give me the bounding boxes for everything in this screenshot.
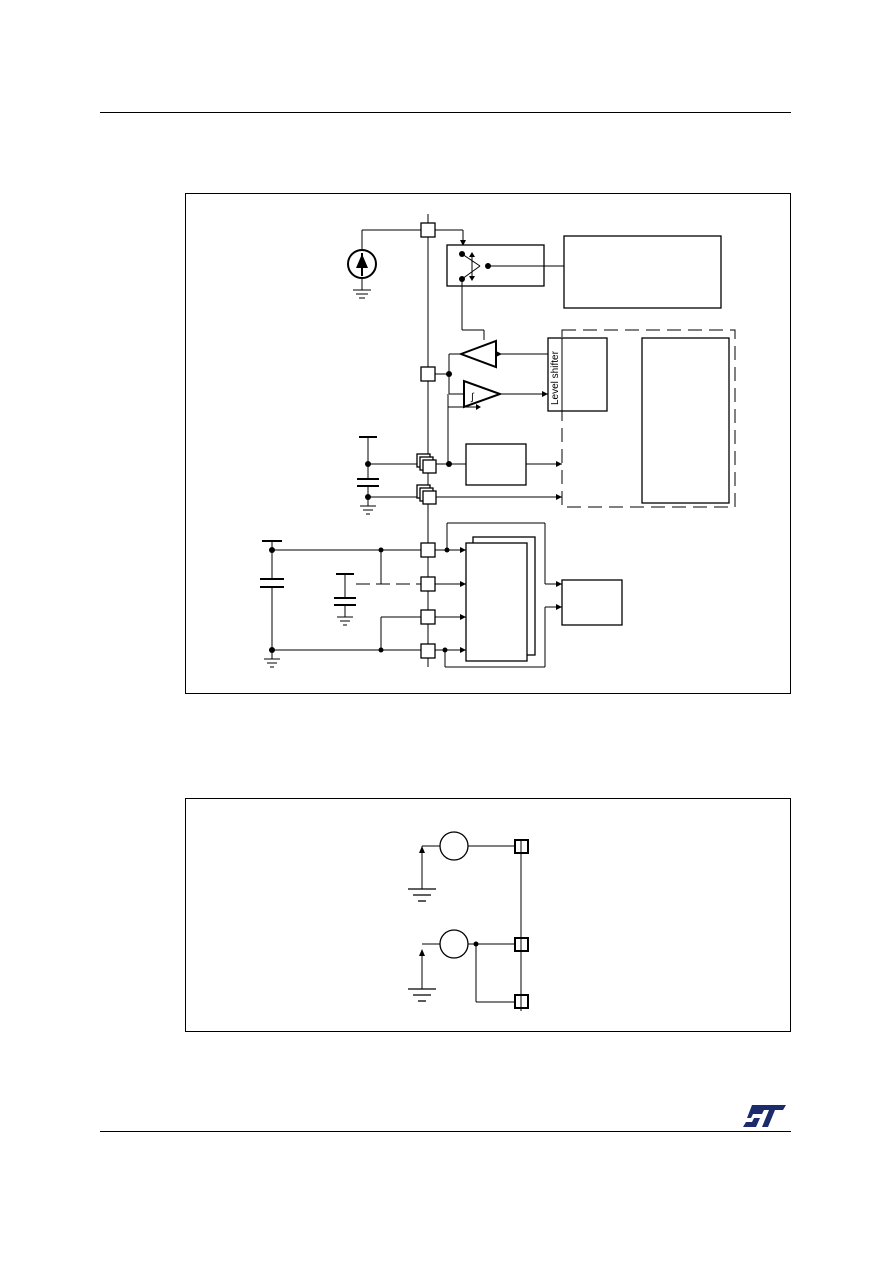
source-1-icon [439,831,469,861]
adc-arrow-4-icon [460,647,466,653]
regulator-arrow-icon [556,461,562,467]
core-domain-dashed [561,329,736,508]
footer-rule [100,1131,791,1132]
io-block-diagram-svg: ∫ Level shifter [260,214,736,668]
st-logo-icon [743,1105,786,1127]
vss-core-arrow-icon [556,494,562,500]
pad-analog-1 [420,542,436,558]
output-buffer-arrow-icon [496,351,502,357]
adc-loop-top-arrow-icon [556,581,562,587]
output-buffer-icon [458,339,497,369]
switch-arrow-down-icon [469,276,475,281]
adc-loop-bottom-arrow-icon [556,604,562,610]
ground-icon [408,888,436,902]
adc-arrow-3-icon [460,614,466,620]
pad-analog-2 [420,576,436,592]
adc-arrow-1-icon [460,547,466,553]
ground-icon [353,289,371,299]
io-block-diagram: ∫ Level shifter [185,193,791,694]
header-rule [100,112,791,113]
schmitt-enable-arrow-icon [476,404,481,410]
regulator-block [465,443,527,486]
switch-contact-top [461,253,481,267]
comparator-block [561,579,623,626]
source-connection-diagram [185,798,791,1032]
source-1-arrow-icon [419,846,425,853]
switch-arrow-icon [460,240,466,246]
pad-top [420,222,436,238]
schmitt-arrow-icon [542,391,548,397]
pad-middle [420,366,436,382]
pad-analog-3 [420,609,436,625]
switch-contact-bottom [461,265,481,280]
pad-stack-vss [416,484,437,505]
source-2-arrow-icon [419,949,425,956]
ground-icon [337,616,353,626]
control-block [563,235,722,309]
switch-arrow-up-icon [469,252,475,257]
schmitt-symbol: ∫ [470,392,475,403]
source-2-icon [439,929,469,959]
regulator-node [446,461,452,467]
schmitt-buffer-icon [463,379,503,409]
pad-analog-4 [420,643,436,659]
current-source-arrow-icon [356,254,368,268]
source-connection-svg [408,831,529,1011]
level-shifter-label: Level shifter [550,350,561,405]
adc-block-front [465,542,528,662]
ground-icon [360,505,376,515]
ground-icon [408,988,436,1002]
adc-arrow-2-icon [460,581,466,587]
pad-stack-vdd [416,453,437,474]
pad3-gnd-junction [378,647,384,653]
ground-icon [264,658,280,668]
core-logic-block [641,337,730,504]
level-shifter-block [547,337,608,412]
